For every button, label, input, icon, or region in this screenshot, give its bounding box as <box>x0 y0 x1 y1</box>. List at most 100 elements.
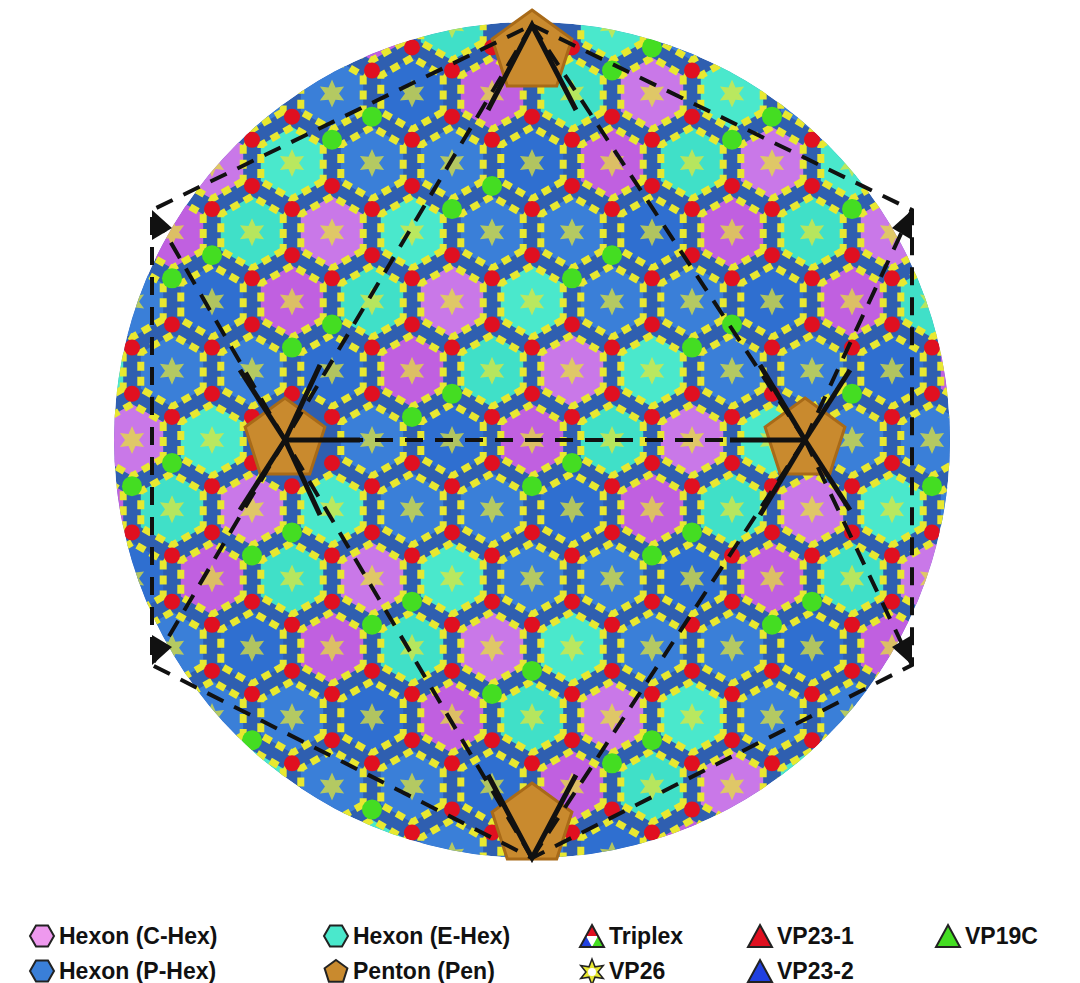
vp26-ring <box>280 703 304 731</box>
triplex-density <box>444 617 460 633</box>
vp26-ring <box>280 149 304 177</box>
triplex-density <box>282 522 302 542</box>
triplex-density <box>684 663 700 679</box>
vp26-ring <box>600 842 624 870</box>
triplex-density <box>644 317 660 333</box>
triplex-density <box>404 825 420 841</box>
hexon-capsomer <box>621 335 683 407</box>
legend-swatch <box>746 922 774 950</box>
triplex-density <box>244 132 260 148</box>
hexon-capsomer <box>221 750 283 822</box>
triplex-density <box>684 386 700 402</box>
hexon-capsomer <box>701 750 763 822</box>
vp26-ring <box>680 565 704 593</box>
triplex-density <box>684 62 700 78</box>
triplex-density <box>884 270 900 286</box>
hexon-capsomer <box>381 473 443 545</box>
triplex-density <box>164 594 180 610</box>
hexon-capsomer <box>341 0 403 60</box>
triplex-density <box>724 732 740 748</box>
triplex-density <box>524 340 540 356</box>
triplex-density <box>284 201 300 217</box>
triplex-density <box>564 132 580 148</box>
triplex-density <box>242 545 262 565</box>
hexon-capsomer <box>421 820 483 892</box>
triplex-density <box>524 109 540 125</box>
triplex-density <box>564 547 580 563</box>
vp26-ring <box>320 634 344 662</box>
triplex-density <box>562 453 582 473</box>
vp26-ring <box>360 842 384 870</box>
triplex-density <box>202 245 222 265</box>
triplex-density <box>762 615 782 635</box>
hexon-capsomer <box>541 196 603 268</box>
triplex-density <box>564 178 580 194</box>
vp26-ring <box>640 357 664 385</box>
vp26-ring <box>920 426 944 454</box>
triplex-density <box>404 686 420 702</box>
vp26-ring <box>840 703 864 731</box>
hexon-capsomer <box>221 58 283 130</box>
triplex-density <box>764 755 780 771</box>
triplex-density <box>684 478 700 494</box>
hexon-capsomer <box>61 335 123 407</box>
triplex-density <box>404 317 420 333</box>
capsid-mosaic <box>61 0 1003 892</box>
hexon-capsomer <box>381 58 443 130</box>
triplex-density <box>684 802 700 818</box>
triplex-density <box>644 594 660 610</box>
triplex-density <box>564 732 580 748</box>
triplex-density <box>364 524 380 540</box>
hexon-capsomer <box>301 58 363 130</box>
triplex-density <box>604 340 620 356</box>
vp26-ring <box>600 10 624 38</box>
triplex-density <box>524 755 540 771</box>
hexon-capsomer <box>461 335 523 407</box>
triplex-density <box>324 594 340 610</box>
vp26-ring <box>840 287 864 315</box>
triplex-density <box>322 130 342 150</box>
triplex-density <box>124 386 140 402</box>
vp26-ring <box>760 149 784 177</box>
vp26-ring <box>600 287 624 315</box>
penton-capsomer <box>492 783 572 859</box>
legend-label: Hexon (P-Hex) <box>59 958 216 983</box>
hexon-capsomer <box>261 681 323 753</box>
triplex-density <box>244 686 260 702</box>
vp26-ring <box>720 495 744 523</box>
triplex-density <box>124 340 140 356</box>
hexon-capsomer <box>381 750 443 822</box>
vp26-ring <box>480 634 504 662</box>
triplex-density <box>404 547 420 563</box>
vp26-ring <box>200 426 224 454</box>
vp26-ring <box>560 357 584 385</box>
hexon-capsomer <box>701 196 763 268</box>
triplex-density <box>524 524 540 540</box>
triplex-density <box>444 62 460 78</box>
vp26-ring <box>480 495 504 523</box>
triplex-density <box>444 524 460 540</box>
legend-item: VP19C <box>934 922 1038 950</box>
triplex-density <box>204 478 220 494</box>
vp26-ring <box>680 149 704 177</box>
vp26-ring <box>800 80 824 108</box>
triplex-density <box>524 201 540 217</box>
triplex-density <box>444 109 460 125</box>
triplex-density <box>442 199 462 219</box>
triplex-density <box>644 270 660 286</box>
vp26-ring <box>640 495 664 523</box>
triplex-density <box>642 730 662 750</box>
vp26-ring <box>320 80 344 108</box>
vp26-ring <box>240 634 264 662</box>
hexon-capsomer <box>541 473 603 545</box>
hexon-capsomer <box>181 404 243 476</box>
hexon-capsomer <box>821 127 883 199</box>
vp26-ring <box>440 703 464 731</box>
vp26-ring <box>120 287 144 315</box>
legend-label: Hexon (E-Hex) <box>353 923 510 950</box>
vp26-ring <box>120 426 144 454</box>
triplex-density <box>724 455 740 471</box>
vp26-ring <box>120 565 144 593</box>
hexon-capsomer <box>541 335 603 407</box>
hexon-capsomer <box>741 543 803 615</box>
